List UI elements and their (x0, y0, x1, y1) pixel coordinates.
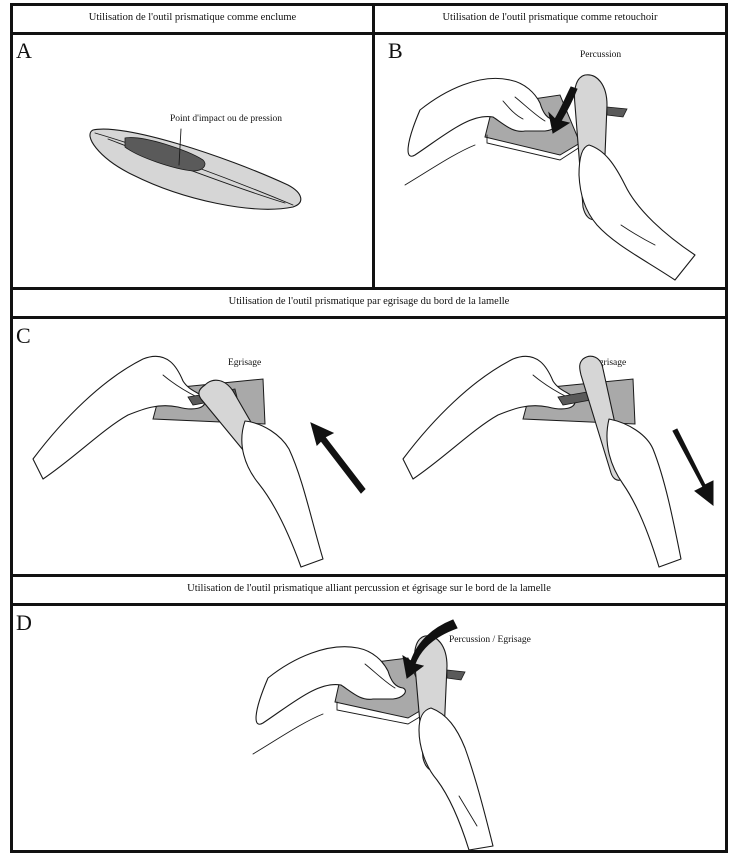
panel-c-caption: Utilisation de l'outil prismatique par e… (13, 296, 725, 307)
panel-c-left-figure (33, 356, 365, 567)
panel-d-illustration (13, 606, 725, 850)
downward-arrow (673, 429, 713, 505)
upward-arrow (311, 423, 365, 493)
panel-c-right-figure (403, 356, 713, 567)
panel-c-illustration (13, 319, 725, 574)
panel-a-illustration (13, 35, 372, 287)
right-hand (579, 145, 695, 280)
panel-a-caption: Utilisation de l'outil prismatique comme… (13, 12, 372, 23)
divider-row2 (10, 574, 728, 577)
panel-b-caption: Utilisation de l'outil prismatique comme… (375, 12, 725, 23)
divider-row1 (10, 287, 728, 290)
panel-b-illustration (375, 35, 725, 287)
panel-d-caption: Utilisation de l'outil prismatique allia… (13, 583, 725, 594)
